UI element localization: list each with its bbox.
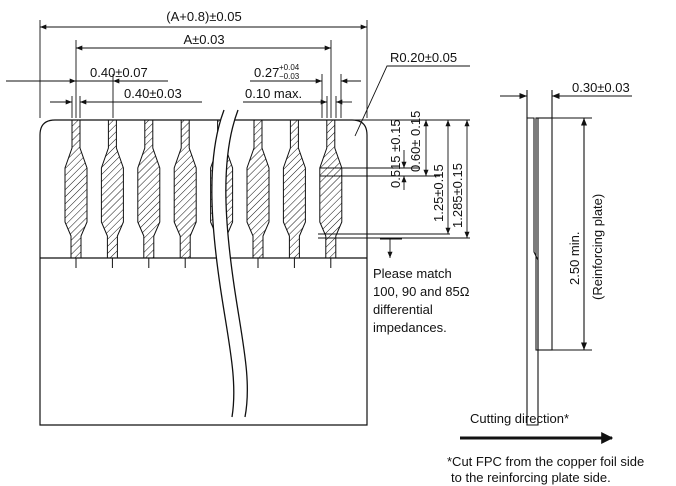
svg-text:+0.04: +0.04: [279, 63, 300, 72]
thickness-label: 0.30±0.03: [572, 80, 630, 95]
svg-text:*Cut FPC from the copper foil: *Cut FPC from the copper foil side: [447, 454, 644, 469]
dimension-lines: [6, 20, 470, 258]
reinforcing-plate-side: [535, 117, 553, 351]
pad-width-label: 0.40±0.03: [124, 86, 182, 101]
impedance-note: Please match 100, 90 and 85Ω differentia…: [373, 266, 470, 335]
dim-060-label: 0.60± 0.15: [408, 111, 423, 172]
break-line: [211, 109, 249, 418]
dim-1285-label: 1.285±0.15: [450, 163, 465, 228]
lead: [100, 120, 124, 258]
dim-125-label: 1.25±0.15: [431, 164, 446, 222]
svg-text:0.27: 0.27: [254, 65, 279, 80]
overall-width-label: (A+0.8)±0.05: [166, 9, 241, 24]
svg-text:100, 90 and 85Ω: 100, 90 and 85Ω: [373, 284, 470, 299]
cutting-direction-label: Cutting direction*: [470, 411, 569, 426]
svg-text:impedances.: impedances.: [373, 320, 447, 335]
reinforcing-plate-label: (Reinforcing plate): [590, 194, 605, 300]
reinforcing-length-label: 2.50 min.: [567, 232, 582, 285]
pitch-span-label: A±0.03: [183, 32, 224, 47]
footnote: *Cut FPC from the copper foil side to th…: [447, 454, 644, 485]
lead-group: [64, 120, 343, 258]
side-view: [500, 90, 632, 426]
lead-width-label: 0.27 +0.04 −0.03: [254, 63, 300, 81]
lead: [137, 120, 161, 258]
svg-text:−0.03: −0.03: [279, 72, 300, 81]
corner-radius-label: R0.20±0.05: [390, 50, 457, 65]
dim-0515-label: 0.515 ±0.15: [388, 119, 403, 188]
svg-text:differential: differential: [373, 302, 433, 317]
lead: [64, 120, 88, 258]
lead: [173, 120, 197, 258]
svg-text:to the reinforcing plate side.: to the reinforcing plate side.: [451, 470, 611, 485]
pitch-label: 0.40±0.07: [90, 65, 148, 80]
max-gap-label: 0.10 max.: [245, 86, 302, 101]
board-outline: [39, 119, 368, 426]
lead: [246, 120, 270, 258]
fpc-board: [39, 119, 368, 426]
lead-ticks: [75, 258, 332, 268]
lead: [319, 120, 343, 258]
lead: [282, 120, 306, 258]
svg-text:Please match: Please match: [373, 266, 452, 281]
